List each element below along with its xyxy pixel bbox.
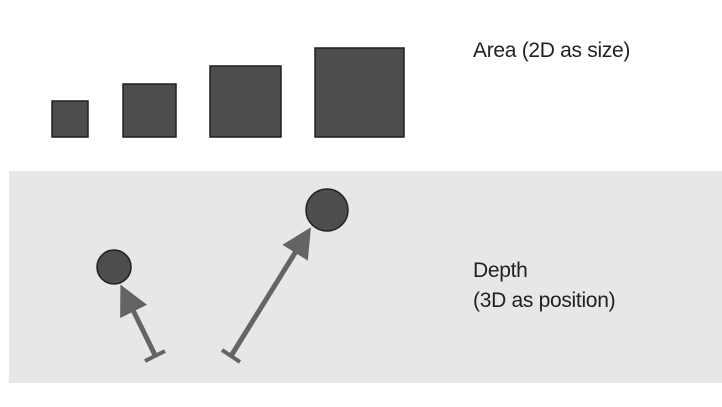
depth-near-circle xyxy=(96,249,132,285)
depth-near-marker xyxy=(96,249,166,363)
depth-far-arrow-tail xyxy=(220,348,242,364)
depth-label: Depth (3D as position) xyxy=(473,256,616,316)
depth-near-arrow xyxy=(120,284,158,357)
depth-far-marker xyxy=(220,188,349,364)
depth-far-circle xyxy=(305,188,349,232)
area-label: Area (2D as size) xyxy=(473,39,631,62)
area-squares xyxy=(51,47,405,138)
depth-label-line1: Depth xyxy=(473,259,528,282)
area-square-xlarge xyxy=(314,47,405,138)
area-square-medium xyxy=(122,83,177,138)
depth-far-arrow xyxy=(228,227,311,358)
area-square-small xyxy=(51,100,89,138)
depth-near-arrow-tail xyxy=(144,349,166,363)
depth-label-line2: (3D as position) xyxy=(473,289,616,312)
area-square-large xyxy=(209,65,282,138)
